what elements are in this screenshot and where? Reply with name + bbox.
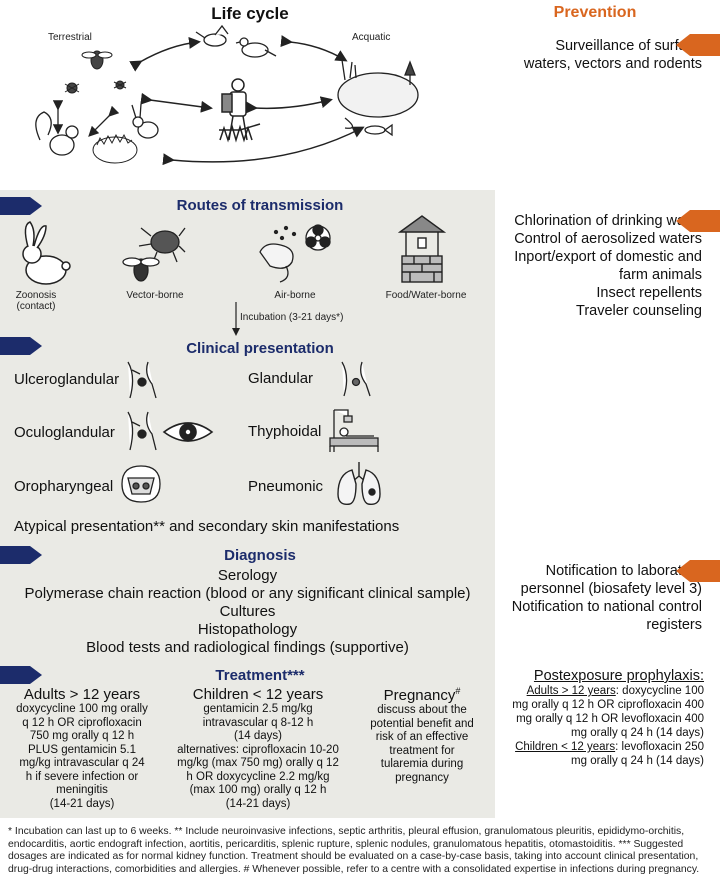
section-marker-icon [0, 337, 42, 355]
neck-icon [341, 361, 371, 397]
clinical-title: Clinical presentation [186, 340, 334, 357]
birds-icon [195, 24, 277, 58]
treatment-title: Treatment*** [215, 667, 305, 684]
hedgehog-icon [92, 133, 138, 164]
diagnosis-item: Serology [217, 567, 278, 584]
diagnosis-item: Blood tests and radiological findings (s… [86, 639, 409, 656]
clinical-oculoglandular: Oculoglandular [14, 424, 115, 441]
clinical-pneumonic: Pneumonic [248, 478, 324, 495]
prevention-arrow-icon [676, 560, 720, 582]
diagnosis-title: Diagnosis [224, 547, 296, 564]
clinical-thyphoidal: Thyphoidal [248, 423, 322, 440]
postexposure-title: Postexposure prophylaxis: [533, 668, 704, 684]
well-icon [397, 215, 447, 283]
prevention-block-2: Chlorination of drinking water Control o… [514, 213, 702, 319]
incubation-arrow-icon [232, 302, 240, 336]
neck-icon [127, 361, 157, 399]
cycle-arrow [245, 96, 333, 114]
aquatic-label: Acquatic [352, 32, 391, 43]
clinical-panel [0, 190, 495, 818]
section-marker-icon [0, 546, 42, 564]
rabbit-icon [131, 103, 159, 139]
biohazard-icon [259, 224, 331, 283]
lifecycle-illustration [35, 24, 419, 166]
cycle-arrow [140, 92, 213, 113]
section-marker-icon [0, 197, 42, 215]
clinical-glandular: Glandular [248, 370, 314, 387]
route-vector-label: Vector-borne [126, 290, 184, 301]
prevention-arrow-icon [676, 34, 720, 56]
mouth-icon [121, 465, 161, 503]
prevention-arrow-icon [676, 210, 720, 232]
clinical-ulceroglandular: Ulceroglandular [14, 371, 120, 388]
diagnosis-item: Histopathology [197, 621, 298, 638]
route-zoonosis-label: Zoonosis(contact) [15, 290, 57, 312]
diagnosis-item: Polymerase chain reaction (blood or any … [24, 585, 471, 602]
route-food-water-label: Food/Water-borne [385, 290, 467, 301]
diagnosis-item: Cultures [219, 603, 276, 620]
treatment-adults: Adults > 12 years doxycycline 100 mg ora… [16, 686, 148, 810]
hiker-icon [219, 78, 261, 143]
clinical-atypical: Atypical presentation** and secondary sk… [14, 518, 400, 535]
postexposure-block: Postexposure prophylaxis: Adults > 12 ye… [498, 668, 704, 768]
lungs-icon [337, 462, 381, 505]
diagnosis-list: Serology Polymerase chain reaction (bloo… [0, 567, 495, 657]
treatment-children: Children < 12 years gentamicin 2.5 mg/kg… [177, 686, 339, 810]
fly-icon [64, 50, 127, 94]
clinical-oropharyngeal: Oropharyngeal [14, 478, 114, 495]
routes-title: Routes of transmission [176, 197, 344, 214]
cycle-arrow [280, 35, 348, 62]
incubation-label: Incubation (3-21 days*) [240, 312, 344, 323]
prevention-title: Prevention [553, 4, 637, 21]
squirrel-icon [35, 111, 79, 156]
neck-icon [127, 411, 157, 451]
prevention-block-1: Surveillance of surface waters, vectors … [523, 38, 702, 72]
lifecycle-title: Life cycle [211, 4, 289, 23]
cycle-arrow [129, 36, 201, 72]
cycle-arrow [162, 126, 365, 166]
route-air-label: Air-borne [274, 290, 316, 301]
water-scene-icon [337, 59, 419, 137]
hospital-bed-icon [329, 409, 379, 452]
footnote: * Incubation can last up to 6 weeks. ** … [8, 826, 700, 875]
tick-fly-icon [122, 227, 186, 282]
rabbit-icon [22, 221, 71, 285]
section-marker-icon [0, 666, 42, 684]
eye-icon [162, 422, 214, 442]
prevention-block-3: Notification to laboratory personnel (bi… [511, 563, 702, 633]
terrestrial-label: Terrestrial [48, 32, 92, 43]
